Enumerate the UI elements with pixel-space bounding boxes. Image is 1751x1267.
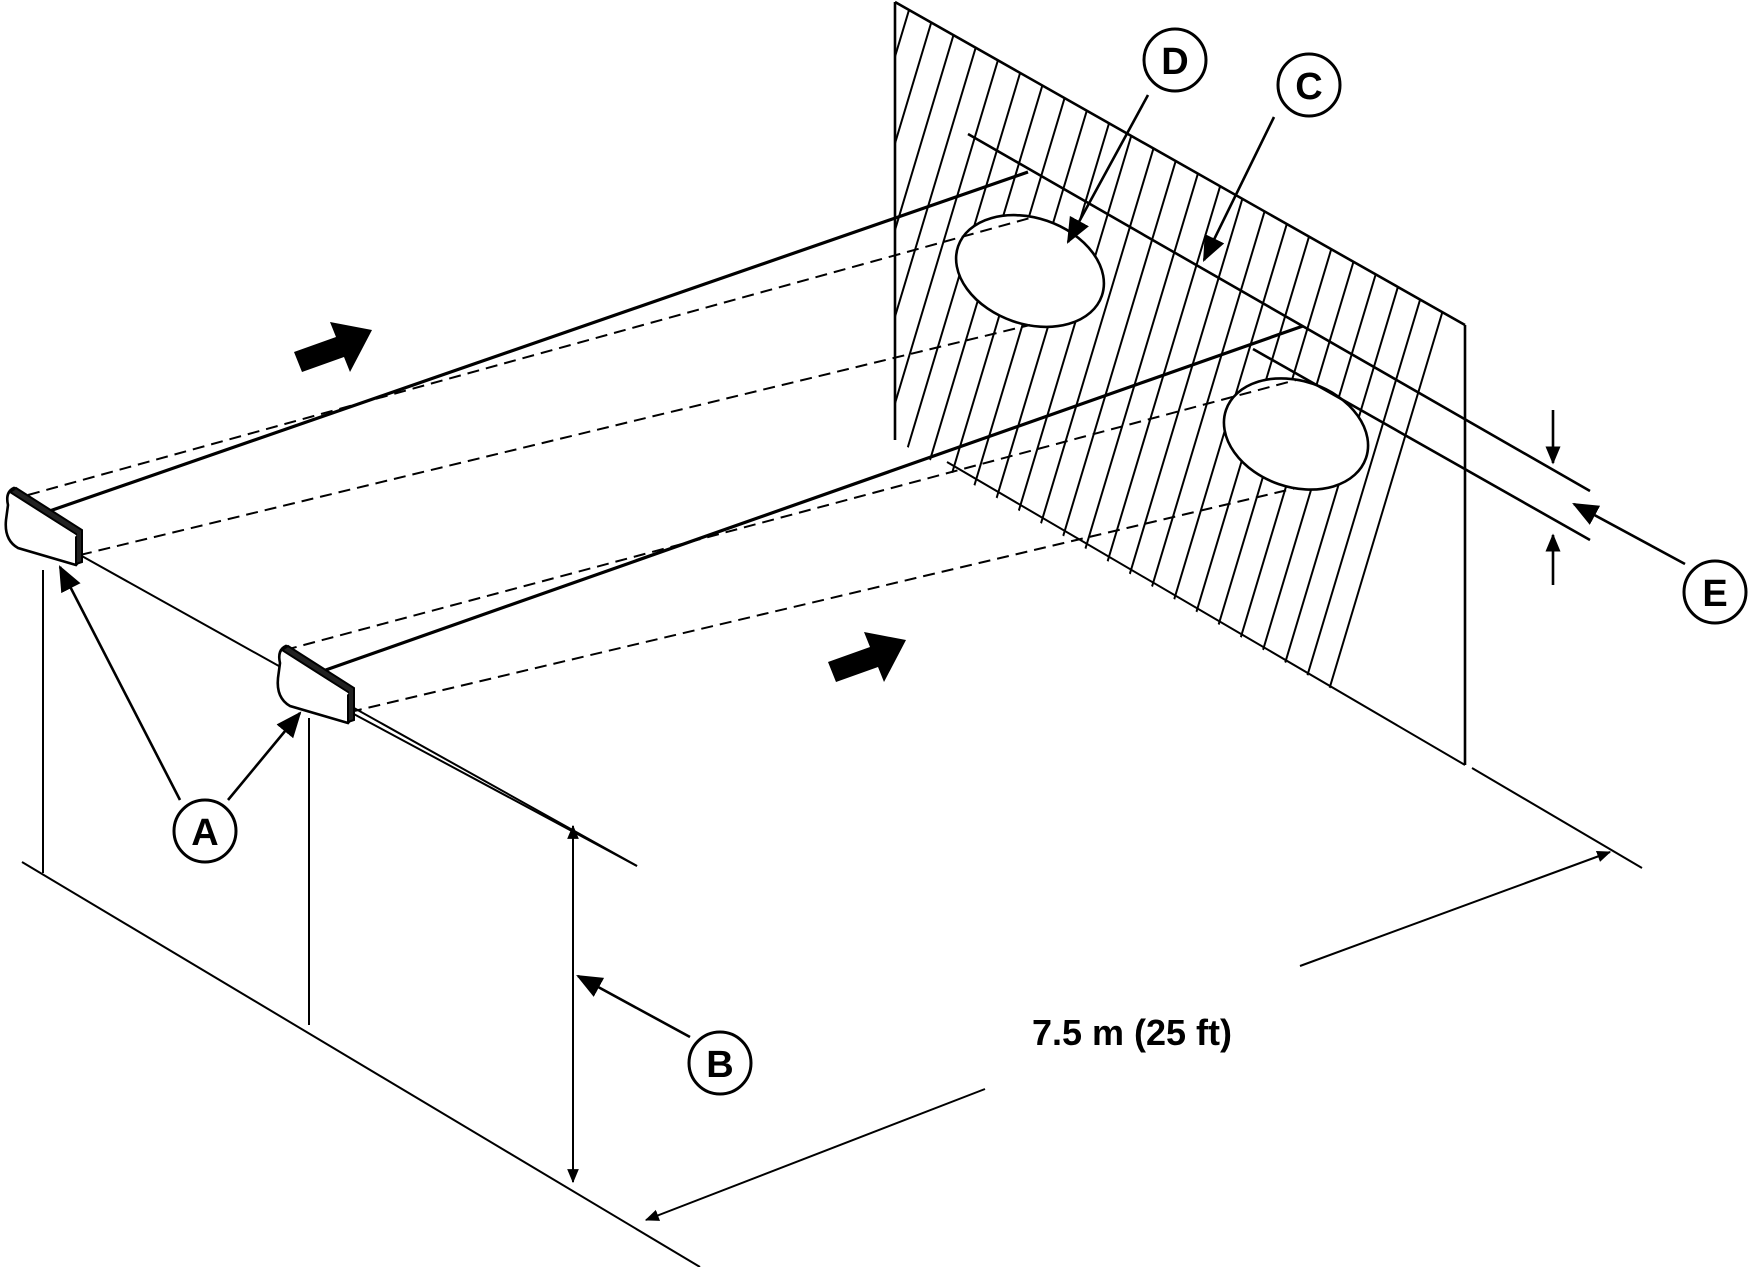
callout-a-label: A <box>191 812 218 854</box>
hatch-line <box>895 2 1121 765</box>
screen-hatching <box>620 0 1465 800</box>
callout-a: A <box>172 798 238 864</box>
distance-label: 7.5 m (25 ft) <box>1032 1012 1232 1053</box>
distance-dimension <box>644 850 1612 1221</box>
hatch-line <box>895 2 1069 765</box>
direction-arrow-upper <box>294 322 372 372</box>
hatch-line <box>1269 2 1465 765</box>
aiming-screen <box>620 0 1467 800</box>
hatch-line <box>1009 2 1251 765</box>
hatch-line <box>895 2 913 765</box>
hatch-line <box>895 2 939 765</box>
hatch-line <box>646 0 886 800</box>
hatch-line <box>895 2 1043 765</box>
hatch-line <box>931 2 1173 765</box>
callout-b: B <box>687 1030 753 1096</box>
hatch-line <box>895 2 965 765</box>
left-headlight-beam <box>27 170 1031 556</box>
right-headlight <box>276 644 355 725</box>
hatch-line <box>895 2 991 765</box>
hatch-line <box>957 2 1199 765</box>
callout-c: C <box>1276 52 1342 118</box>
callout-d-label: D <box>1161 41 1188 83</box>
callout-e-label: E <box>1702 573 1727 615</box>
hatch-line <box>1295 2 1465 765</box>
callout-c-label: C <box>1295 66 1322 108</box>
horizontal-centerline <box>967 132 1591 493</box>
right-headlight-beam <box>284 324 1304 713</box>
beam-spot-left <box>954 213 1106 329</box>
callout-b-label: B <box>706 1044 733 1086</box>
direction-arrow-lower <box>828 632 906 682</box>
left-headlight <box>4 486 83 567</box>
horizontal-offset-line <box>1252 347 1591 542</box>
callout-e: E <box>1682 559 1748 625</box>
leader-lines <box>58 94 1686 1039</box>
hatch-line <box>620 0 860 800</box>
hatch-line <box>905 2 1147 765</box>
hatch-line <box>895 2 1095 765</box>
floor-and-supports <box>21 461 1643 1267</box>
callout-d: D <box>1142 27 1208 93</box>
